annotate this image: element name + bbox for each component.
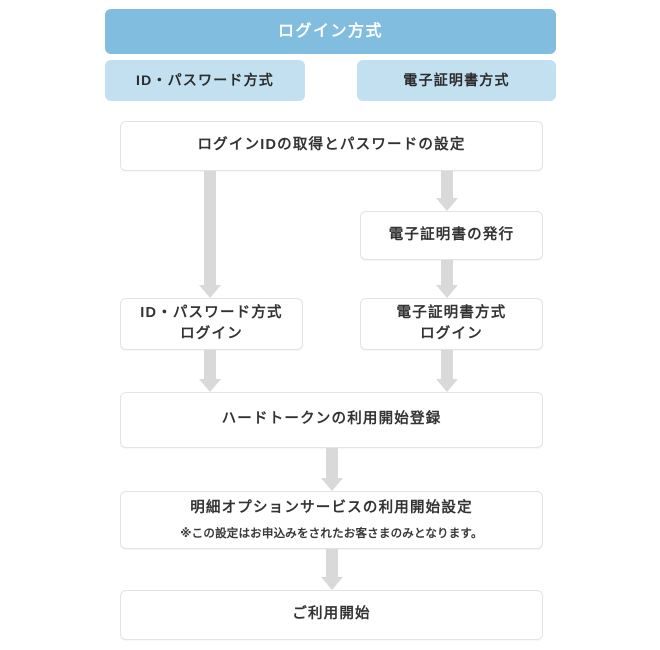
arrow-option-to-start [316,549,348,590]
flow-step-certificate-issue-label: 電子証明書の発行 [388,226,515,243]
flow-step-id-password-login-line1: ID・パスワード方式 [140,304,283,321]
flow-step-hardtoken-registration-label: ハードトークンの利用開始登録 [221,411,442,428]
flow-chip-certificate-label: 電子証明書方式 [403,72,510,89]
flow-step-login-id-and-password: ログインIDの取得とパスワードの設定 [120,121,543,171]
arrow-stem [326,448,338,478]
arrow-hardtoken-to-option [316,448,348,491]
arrow-head [321,577,343,590]
flow-step-certificate-login-line2: ログイン [420,326,483,342]
arrow-stem [204,350,216,379]
arrow-stem [441,260,453,285]
flow-step-option-service-note: ※この設定はお申込みをされたお客さまのみとなります。 [180,527,483,540]
arrow-idpwlogin-to-hardtoken [194,350,226,392]
flow-step-certificate-issue: 電子証明書の発行 [360,211,543,260]
flow-step-id-password-login: ID・パスワード方式 ログイン [120,298,303,350]
flow-header-label: ログイン方式 [277,22,383,40]
flow-step-id-password-login-line2: ログイン [180,326,243,342]
arrow-stem [441,350,453,379]
flow-chip-certificate-method: 電子証明書方式 [357,60,556,101]
flow-header-login-method: ログイン方式 [105,9,556,54]
flow-step-option-service: 明細オプションサービスの利用開始設定 ※この設定はお申込みをされたお客さまのみと… [120,491,543,549]
arrow-head [199,285,221,298]
flow-step-certificate-login-line1: 電子証明書方式 [396,304,507,321]
arrow-head [199,379,221,392]
flow-step-start-of-use: ご利用開始 [120,590,543,640]
arrow-head [436,198,458,211]
arrow-certlogin-to-hardtoken [431,350,463,392]
flow-step-hardtoken-registration: ハードトークンの利用開始登録 [120,392,543,448]
arrow-stem [326,549,338,577]
arrow-loginid-to-idpwlogin [194,171,226,298]
flow-step-certificate-login: 電子証明書方式 ログイン [360,298,543,350]
arrow-loginid-to-certissue [431,171,463,211]
arrow-certissue-to-certlogin [431,260,463,298]
flow-chip-id-password-method: ID・パスワード方式 [105,60,305,101]
arrow-head [436,285,458,298]
arrow-head [321,478,343,491]
flow-step-start-of-use-label: ご利用開始 [292,606,371,623]
arrow-stem [441,171,453,198]
flow-step-option-service-label: 明細オプションサービスの利用開始設定 [190,499,473,516]
arrow-head [436,379,458,392]
flow-chip-id-password-label: ID・パスワード方式 [136,72,274,89]
flow-step-login-id-and-password-label: ログインIDの取得とパスワードの設定 [197,137,466,154]
arrow-stem [204,171,216,285]
